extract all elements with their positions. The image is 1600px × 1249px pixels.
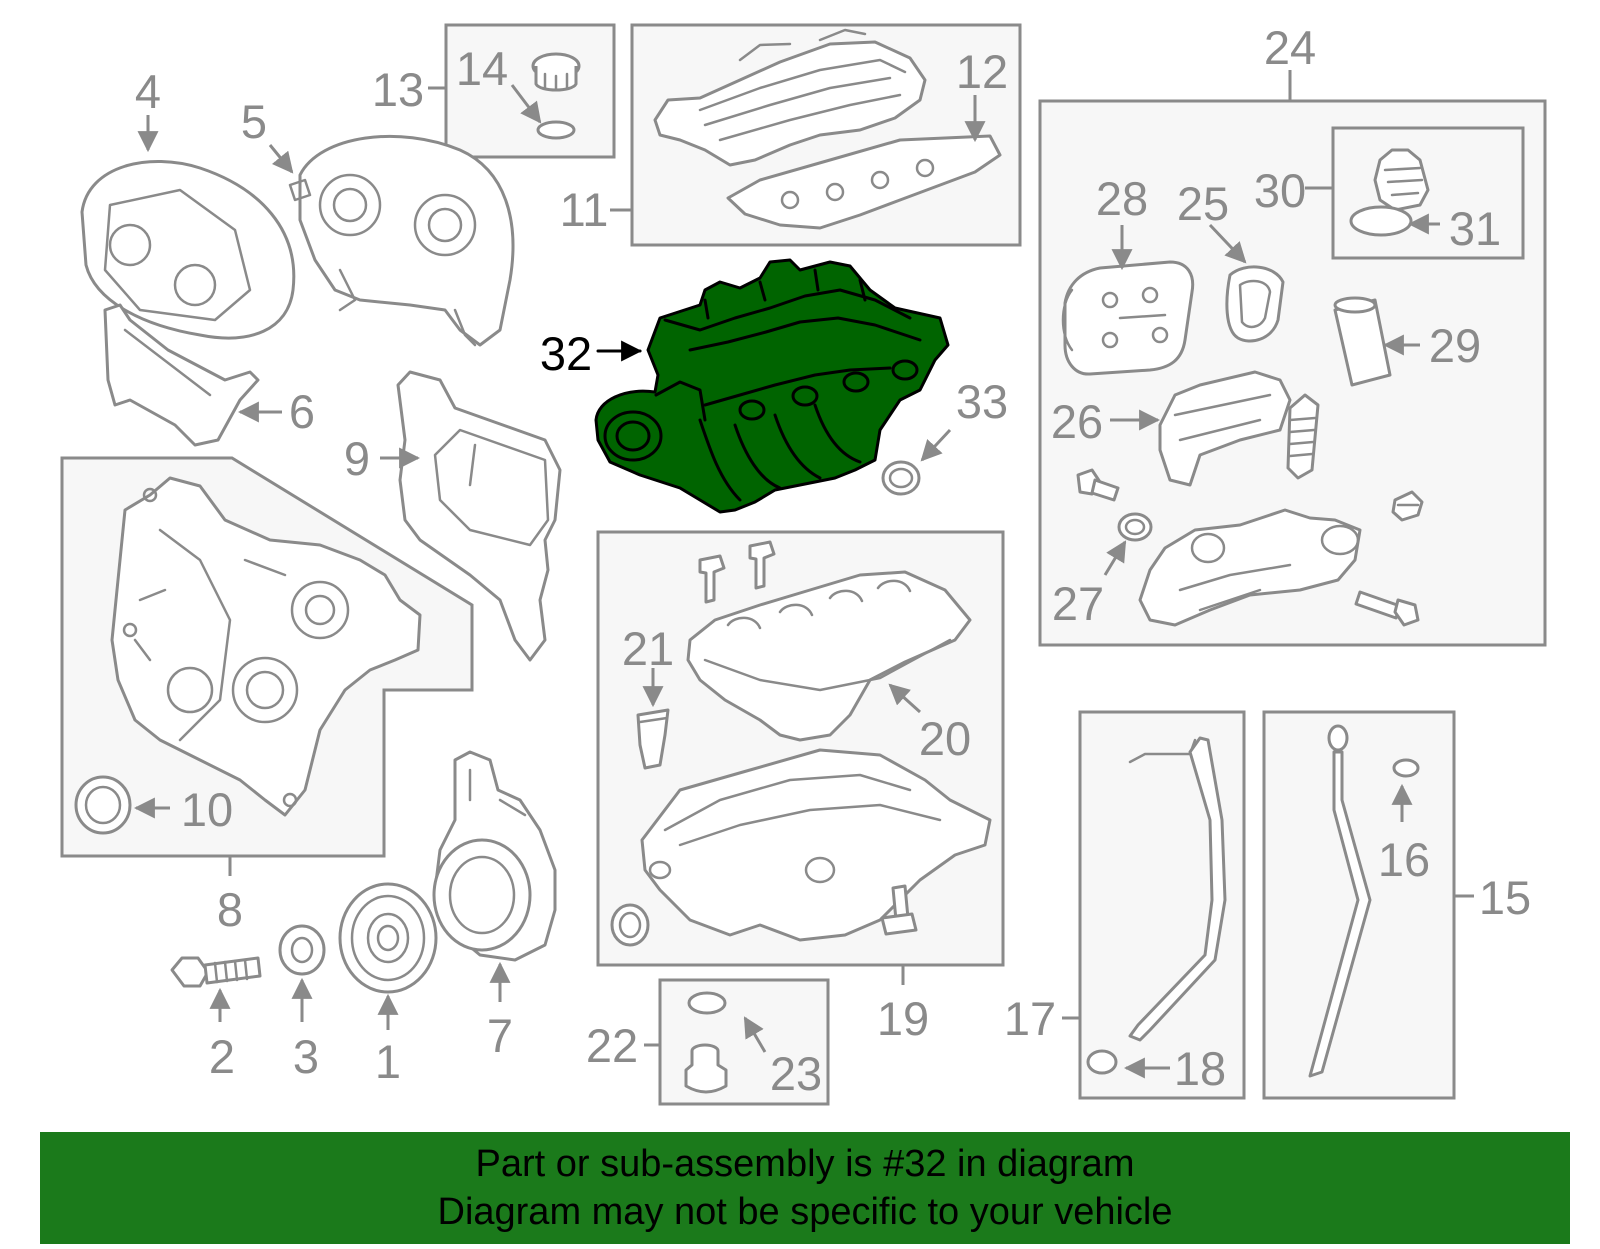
dipstick-part [1308, 724, 1420, 1078]
callout-3: 3 [293, 1030, 319, 1083]
front-seal-part [74, 775, 132, 835]
cooler-gasket-part [1225, 265, 1285, 343]
group-box-13 [444, 23, 616, 159]
front-cover-housing-part [110, 476, 422, 817]
cooler-housing-part [1138, 508, 1362, 627]
callout-18: 18 [1174, 1042, 1226, 1095]
callout-14: 14 [456, 42, 508, 95]
callout-27: 27 [1052, 577, 1104, 630]
callout-5: 5 [241, 95, 267, 148]
callout-11: 11 [560, 183, 609, 236]
drain-seal-23-part [687, 991, 727, 1015]
callout-26: 26 [1051, 395, 1103, 448]
small-bolt-part [1076, 468, 1120, 502]
callout-23: 23 [770, 1047, 822, 1100]
valve-cover-gasket-part [726, 134, 1002, 230]
leader-lines [133, 70, 1474, 1079]
callout-17: 17 [1004, 992, 1056, 1045]
bolt-pair-part [698, 540, 776, 604]
callout-10: 10 [181, 783, 233, 836]
valve-cover-part [653, 28, 927, 167]
crank-pulley-part [338, 882, 438, 994]
drain-plug-21-part [636, 708, 670, 770]
callout-2: 2 [209, 1030, 235, 1083]
callout-6: 6 [289, 385, 315, 438]
crank-bolt-part [170, 956, 262, 988]
cooler-plate-part [1061, 260, 1195, 376]
callout-13: 13 [372, 63, 424, 116]
oil-filter-cap-part [1349, 148, 1430, 237]
intake-manifold-highlighted-part[interactable] [594, 258, 950, 514]
pan-seal-part [610, 903, 650, 947]
callout-31: 31 [1449, 202, 1501, 255]
banner-line-2: Diagram may not be specific to your vehi… [437, 1191, 1173, 1233]
callout-21: 21 [622, 622, 674, 675]
sensor-part [1391, 490, 1424, 522]
callout-9: 9 [344, 432, 370, 485]
callout-4: 4 [135, 65, 161, 118]
cover-gasket-part [396, 370, 562, 662]
info-banner: Part or sub-assembly is #32 in diagram D… [40, 1132, 1570, 1244]
callout-19: 19 [877, 992, 929, 1045]
callout-15: 15 [1479, 871, 1531, 924]
callout-28: 28 [1096, 172, 1148, 225]
manifold-o-ring-part [881, 460, 921, 496]
callout-1: 1 [375, 1035, 401, 1088]
dipstick-tube-part [1086, 736, 1227, 1075]
housing-bracket-part [1158, 370, 1292, 487]
spring-valve-part [1286, 393, 1320, 480]
callout-7: 7 [487, 1009, 513, 1062]
drain-plug-22-part [684, 1043, 728, 1094]
inner-timing-cover-part [288, 134, 515, 347]
callout-20: 20 [919, 712, 971, 765]
oil-filter-element-part [1333, 296, 1392, 387]
callout-30: 30 [1254, 164, 1306, 217]
callout-8: 8 [217, 883, 243, 936]
bedplate-part [686, 570, 972, 742]
timing-cover-part [80, 160, 296, 340]
lower-cover-part [103, 303, 260, 447]
washer-part [278, 924, 326, 976]
callout-16: 16 [1378, 833, 1430, 886]
oil-filler-cap-part [531, 52, 581, 140]
callout-25: 25 [1177, 177, 1229, 230]
callout-24: 24 [1264, 21, 1316, 74]
seal-housing-part [432, 750, 557, 962]
callout-29: 29 [1429, 319, 1481, 372]
callout-33: 33 [956, 375, 1008, 428]
small-seal-27-part [1117, 512, 1153, 542]
callout-12: 12 [956, 45, 1008, 98]
banner-line-1: Part or sub-assembly is #32 in diagram [475, 1143, 1135, 1185]
callout-32: 32 [540, 327, 592, 380]
callout-22: 22 [586, 1019, 638, 1072]
housing-bolt-part [1354, 590, 1420, 627]
callout-numbers: 4 5 6 9 10 8 2 3 1 7 13 14 11 12 32 33 2… [135, 21, 1531, 1100]
pan-bolt-part [880, 884, 918, 936]
